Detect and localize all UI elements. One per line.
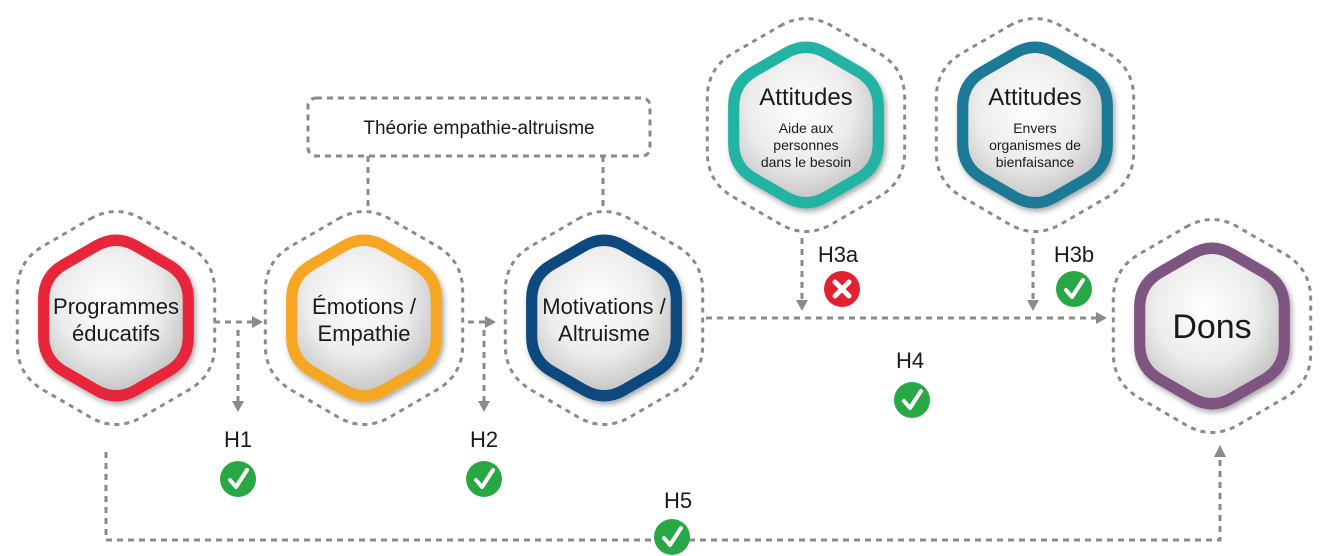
check-badge-h5 xyxy=(654,519,690,555)
node-attitudes-aide-title: Attitudes xyxy=(759,84,852,111)
node-emotions-empathie-line-2: Empathie xyxy=(318,321,411,346)
connectors xyxy=(104,96,1226,542)
check-badge-h2 xyxy=(466,461,502,497)
cross-badge-h3a xyxy=(824,271,860,307)
node-attitudes-organismes-sub-1: Envers xyxy=(1013,120,1057,136)
node-motivations-altruisme-line-1: Motivations / xyxy=(542,294,666,319)
hypothesis-label-h2: H2 xyxy=(470,427,498,452)
hypothesis-label-h4: H4 xyxy=(896,348,924,373)
node-attitudes-organismes-face xyxy=(968,53,1102,197)
node-dons: Dons xyxy=(1111,218,1313,434)
status-badges xyxy=(220,271,1092,555)
node-attitudes-organismes-title: Attitudes xyxy=(988,84,1081,111)
node-dons-outline xyxy=(1111,218,1313,434)
check-icon xyxy=(654,519,690,555)
node-attitudes-aide-sub-3: dans le besoin xyxy=(761,154,851,170)
node-motivations-altruisme: Motivations /Altruisme xyxy=(503,210,705,426)
node-motivations-altruisme-face xyxy=(537,246,671,390)
node-attitudes-aide-face xyxy=(739,53,873,197)
node-attitudes-aide-sub-1: Aide aux xyxy=(779,120,833,136)
node-emotions-empathie-line-1: Émotions / xyxy=(312,294,417,319)
node-motivations-altruisme-outline xyxy=(503,210,705,426)
node-programmes-educatifs-line-1: Programmes xyxy=(53,294,179,319)
node-attitudes-organismes-sub-2: organismes de xyxy=(989,137,1081,153)
node-programmes-educatifs-face xyxy=(49,246,183,390)
node-emotions-empathie: Émotions /Empathie xyxy=(263,210,465,426)
node-emotions-empathie-face xyxy=(297,246,431,390)
check-badge-h4 xyxy=(894,382,930,418)
hypothesis-label-h5: H5 xyxy=(664,488,692,513)
hypothesis-label-h3a: H3a xyxy=(818,242,859,267)
node-attitudes-aide-sub-2: personnes xyxy=(773,137,838,153)
node-motivations-altruisme-line-2: Altruisme xyxy=(558,321,650,346)
check-icon xyxy=(894,382,930,418)
node-programmes-educatifs-outline xyxy=(15,210,217,426)
arrow-h5 xyxy=(104,452,1222,542)
theory-label: Théorie empathie-altruisme xyxy=(363,118,594,139)
node-attitudes-aide-outline xyxy=(705,17,907,233)
node-dons-face xyxy=(1145,254,1279,398)
check-icon xyxy=(466,461,502,497)
check-icon xyxy=(220,461,256,497)
node-emotions-empathie-outline xyxy=(263,210,465,426)
node-attitudes-organismes-outline xyxy=(934,17,1136,233)
node-dons-label: Dons xyxy=(1172,308,1251,346)
theory-box xyxy=(306,96,652,158)
check-badge-h3b xyxy=(1056,271,1092,307)
node-programmes-educatifs-line-2: éducatifs xyxy=(72,321,160,346)
check-icon xyxy=(1056,271,1092,307)
hypothesis-label-h3b: H3b xyxy=(1054,242,1094,267)
hypothesis-label-h1: H1 xyxy=(224,427,252,452)
node-attitudes-organismes-sub-3: bienfaisance xyxy=(996,154,1075,170)
check-badge-h1 xyxy=(220,461,256,497)
